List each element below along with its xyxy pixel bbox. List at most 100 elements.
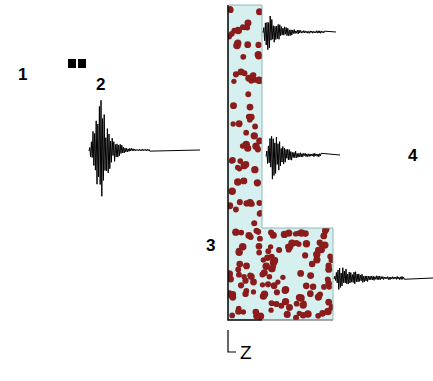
- scatterer-grain: [315, 293, 322, 300]
- scatterer-grain: [235, 266, 241, 272]
- scatterer-grain: [237, 199, 243, 205]
- scatterer-grain: [233, 42, 241, 50]
- scatterer-grain: [256, 250, 262, 256]
- scatterer-grain: [307, 290, 314, 297]
- scatterer-grain: [255, 42, 261, 48]
- scatterer-grain: [226, 290, 233, 297]
- scatterer-grain: [235, 249, 242, 256]
- scatterer-grain: [234, 27, 242, 35]
- scatterer-grain: [296, 294, 303, 301]
- scatterer-grain: [232, 229, 239, 236]
- scatterer-grain: [262, 263, 270, 271]
- callout-number: 4: [408, 147, 417, 164]
- transducer-element: [68, 59, 76, 68]
- scatterer-grain: [310, 284, 316, 290]
- scatterer-grain: [257, 236, 263, 242]
- scatterer-grain: [295, 231, 301, 237]
- scatterer-grain: [257, 313, 264, 320]
- scatterer-grain: [251, 72, 257, 78]
- scatterer-grain: [250, 73, 256, 79]
- signal-waveform: [334, 268, 433, 290]
- scatterer-grain: [255, 52, 262, 59]
- scatterer-grain: [229, 157, 236, 164]
- scatterer-grain: [324, 308, 331, 315]
- callout-number: 2: [96, 76, 105, 93]
- scatterer-grain: [236, 261, 243, 268]
- scatterer-grain: [260, 282, 265, 287]
- scatterer-grain: [327, 284, 332, 289]
- scatterer-grain: [276, 247, 282, 253]
- scatterer-grain: [236, 272, 242, 278]
- callout-number: 1: [18, 66, 27, 83]
- scatterer-grain: [320, 233, 327, 240]
- scatterer-grain: [315, 247, 322, 254]
- scatterer-grain: [243, 288, 249, 294]
- scatterer-grain: [268, 308, 273, 313]
- scatterer-grain: [235, 308, 242, 315]
- scatterer-grain: [240, 177, 247, 184]
- scatterer-grain: [302, 252, 308, 258]
- scatterer-grain: [245, 91, 251, 97]
- scatterer-grain: [250, 279, 257, 286]
- scatterer-grain: [322, 226, 329, 233]
- scatterer-grain: [325, 263, 331, 269]
- waveforms: [89, 16, 433, 289]
- scatterer-grain: [281, 231, 288, 238]
- scatterer-grain: [257, 77, 264, 84]
- scatterer-grain: [269, 300, 275, 306]
- scatterer-grain: [243, 262, 250, 269]
- scatterer-grain: [268, 230, 274, 236]
- scatterer-grain: [299, 301, 306, 308]
- scatterer-grain: [251, 166, 258, 173]
- scatterer-grain: [272, 257, 278, 263]
- scatterer-grain: [238, 282, 244, 288]
- scatterer-grain: [261, 257, 266, 262]
- callout-number: 3: [206, 237, 215, 254]
- scatterer-grain: [307, 272, 314, 279]
- scatterer-grain: [267, 274, 273, 280]
- scatterer-grain: [229, 313, 235, 319]
- scatterer-grain: [244, 19, 251, 26]
- signal-waveform: [89, 100, 200, 196]
- scatterer-grain: [253, 228, 259, 234]
- scatterer-grain: [286, 247, 292, 253]
- scatterer-grain: [274, 289, 280, 295]
- scatterer-grain: [248, 114, 255, 121]
- scatterer-grain: [247, 104, 254, 111]
- scatterer-grain: [254, 179, 261, 186]
- scatterer-grain: [231, 79, 236, 84]
- scatterer-grain: [261, 291, 268, 298]
- scatterer-grain: [271, 282, 278, 289]
- scatterer-grain: [251, 220, 257, 226]
- axis-label: Z: [240, 343, 252, 362]
- sample-outline: [228, 5, 262, 320]
- scatterer-grain: [228, 187, 235, 194]
- scatterer-grain: [256, 243, 263, 250]
- scatterer-grain: [233, 207, 239, 213]
- scatterer-grain: [242, 70, 248, 76]
- scatterer-grain: [229, 158, 234, 163]
- scatterer-grain: [252, 124, 258, 130]
- scatterer-grain: [243, 200, 249, 206]
- scatterer-grain: [325, 277, 331, 283]
- scatterer-grain: [300, 312, 306, 318]
- scatterer-grain: [317, 292, 323, 298]
- scatterer-grain: [244, 41, 251, 48]
- scatterer-grain: [297, 270, 304, 277]
- scatterer-grain: [240, 143, 246, 149]
- scatterer-grain: [234, 178, 242, 186]
- scatterer-grain: [303, 240, 310, 247]
- scatterer-grain: [256, 200, 262, 206]
- scatterer-grain: [243, 130, 249, 136]
- scatterer-grain: [325, 277, 330, 282]
- scatterer-grain: [251, 289, 256, 294]
- transducer-element: [78, 59, 86, 68]
- scatterer-grain: [248, 234, 254, 240]
- scatterer-grain: [282, 298, 289, 305]
- scatterer-grain: [284, 311, 291, 318]
- scatterer-grain: [294, 301, 300, 307]
- scatterer-grain: [265, 248, 271, 254]
- scatterer-grain: [316, 293, 321, 298]
